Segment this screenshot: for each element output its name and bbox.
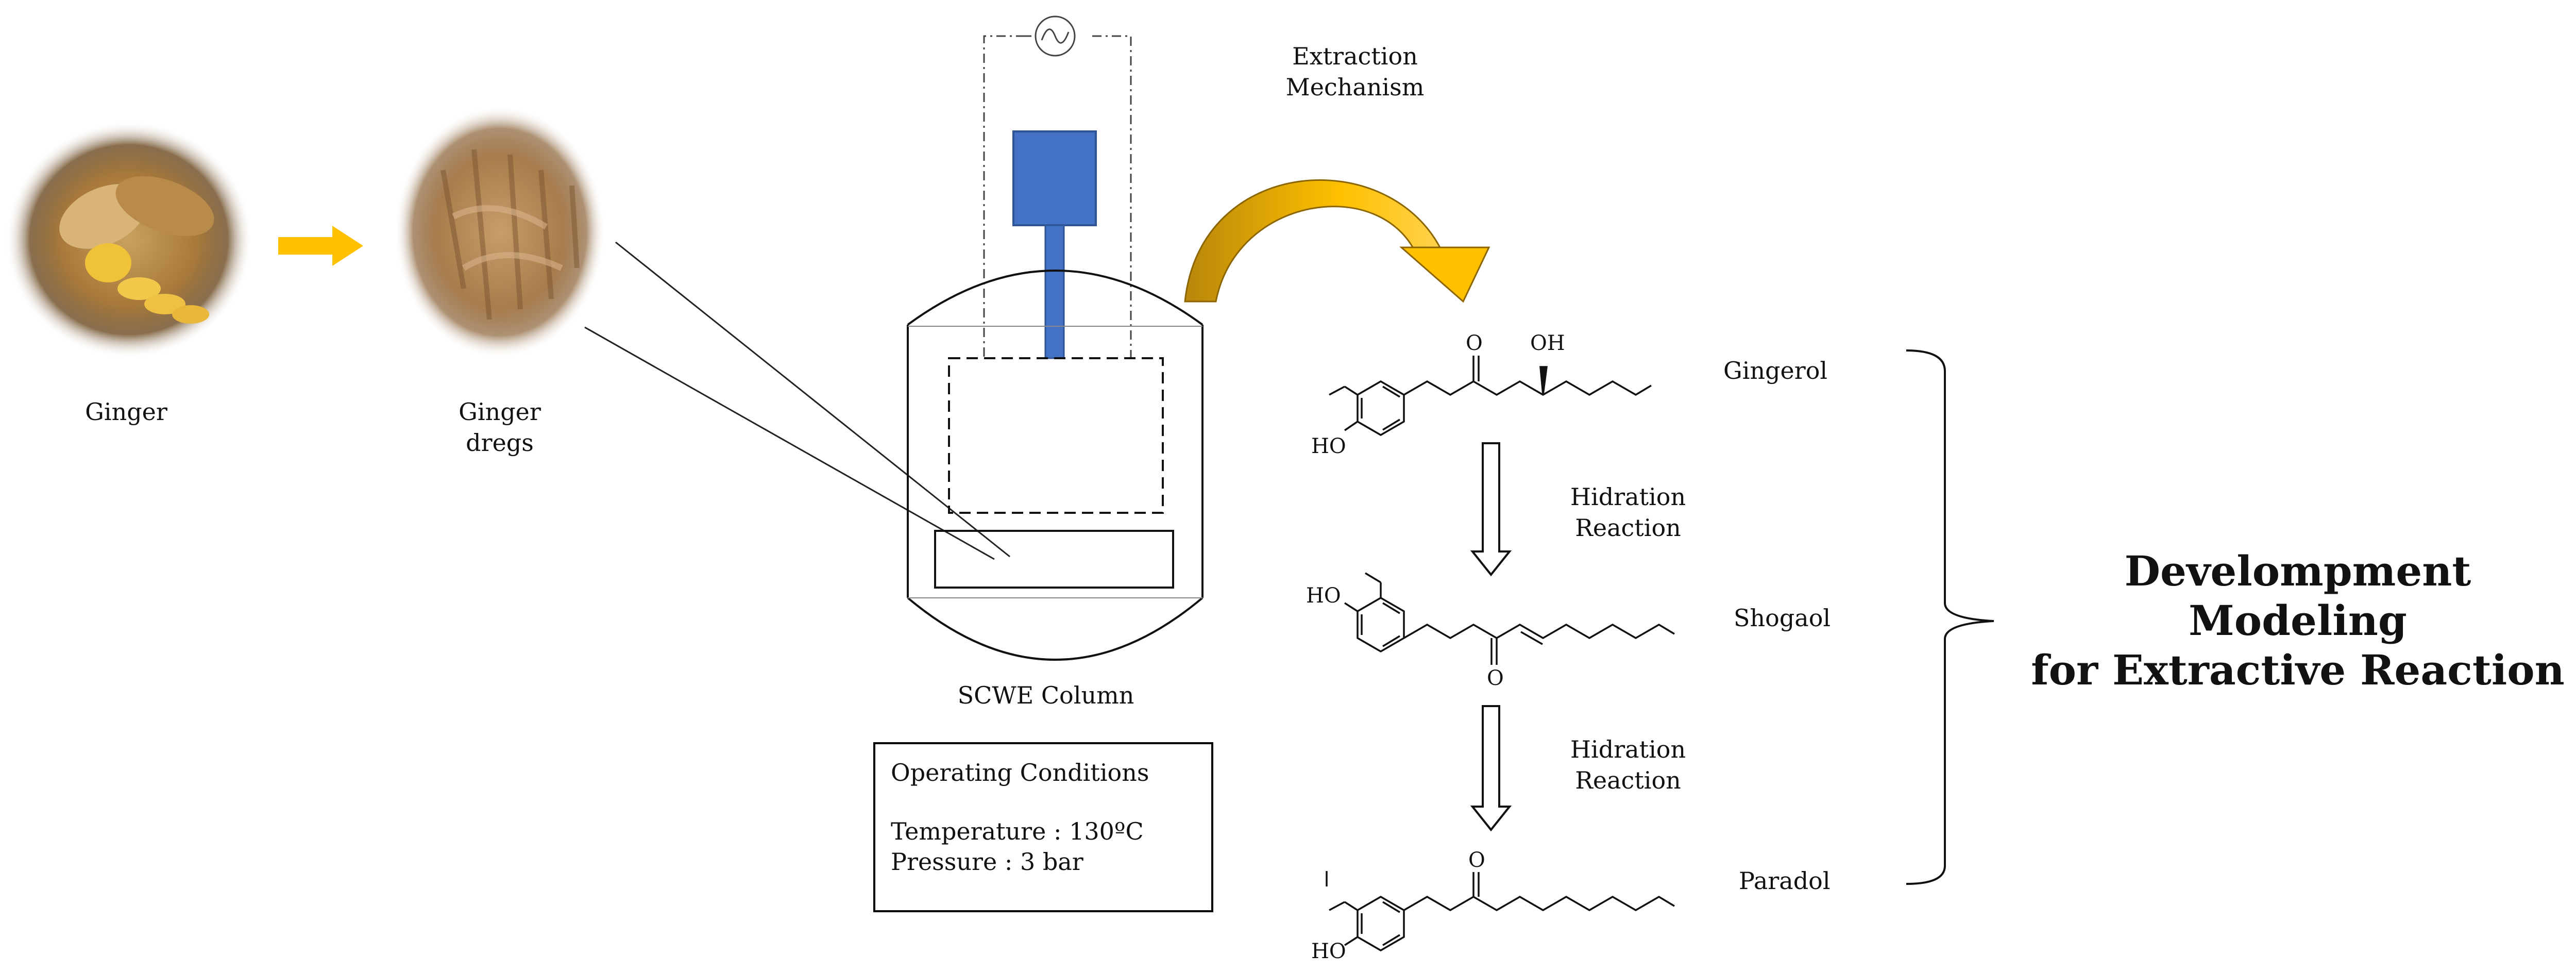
gingerol-hydroxyl: OH bbox=[1530, 331, 1565, 355]
shogaol-hydroxyl-left: HO bbox=[1306, 584, 1341, 608]
reaction-arrow-2 bbox=[1470, 705, 1512, 832]
temperature-value: Temperature : 130ºC bbox=[891, 817, 1144, 846]
hydration-2-line1: Hidration bbox=[1570, 735, 1686, 763]
ginger-label: Ginger bbox=[85, 398, 167, 426]
hydration-reaction-label-1: Hidration Reaction bbox=[1566, 482, 1690, 544]
hydration-2-line2: Reaction bbox=[1575, 766, 1681, 794]
paradol-label: Paradol bbox=[1739, 867, 1831, 895]
paradol-hydroxyl-left: HO bbox=[1311, 940, 1346, 963]
headline-line2: for Extractive Reaction bbox=[2031, 646, 2565, 694]
gingerol-structure bbox=[1329, 356, 1652, 437]
curved-arrow bbox=[1184, 179, 1490, 303]
scwe-column bbox=[907, 270, 1204, 661]
gingerol-oxygen: O bbox=[1466, 331, 1483, 355]
grouping-brace bbox=[1906, 349, 1994, 885]
hydration-1-line2: Reaction bbox=[1575, 513, 1681, 542]
hydration-1-line1: Hidration bbox=[1570, 483, 1686, 511]
ac-source-icon bbox=[1035, 15, 1076, 57]
shogaol-structure bbox=[1344, 572, 1675, 665]
operating-conditions-box: Operating Conditions Temperature : 130ºC… bbox=[873, 742, 1213, 912]
extraction-label-line1: Extraction bbox=[1292, 42, 1418, 70]
pressure-value: Pressure : 3 bar bbox=[891, 847, 1083, 876]
paradol-oxygen: O bbox=[1468, 848, 1485, 872]
heater-element bbox=[1012, 130, 1097, 359]
scwe-column-label: SCWE Column bbox=[957, 681, 1134, 709]
shogaol-oxygen: O bbox=[1487, 666, 1504, 690]
ginger-dregs-label: Ginger dregs bbox=[448, 397, 551, 459]
gingerol-hydroxyl-left: HO bbox=[1311, 434, 1346, 458]
extraction-mechanism-label: Extraction Mechanism bbox=[1278, 41, 1432, 103]
ginger-dregs-label-line1: Ginger bbox=[459, 398, 541, 426]
process-arrow bbox=[278, 226, 363, 266]
operating-conditions-title: Operating Conditions bbox=[891, 759, 1149, 786]
reaction-arrow-1 bbox=[1470, 442, 1512, 577]
headline-line1: Develompment Modeling bbox=[2124, 547, 2471, 645]
shogaol-label: Shogaol bbox=[1734, 604, 1831, 632]
hydration-reaction-label-2: Hidration Reaction bbox=[1566, 734, 1690, 796]
leader-lines bbox=[584, 241, 1010, 560]
gingerol-label: Gingerol bbox=[1723, 357, 1828, 384]
extraction-label-line2: Mechanism bbox=[1285, 73, 1425, 101]
ginger-dregs-icon bbox=[394, 106, 605, 358]
headline: Develompment Modeling for Extractive Rea… bbox=[2009, 546, 2576, 695]
paradol-structure bbox=[1326, 871, 1675, 952]
ginger-dregs-label-line2: dregs bbox=[466, 428, 534, 457]
ginger-root-icon bbox=[5, 121, 252, 358]
